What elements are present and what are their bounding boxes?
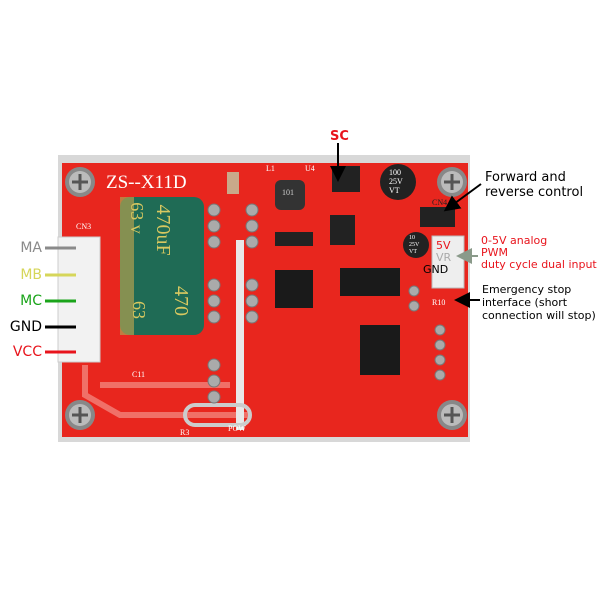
sc-label: SC (330, 129, 349, 144)
label-line: PWM (481, 246, 509, 259)
pin-label-ma: MA (20, 240, 42, 256)
board-model: ZS--X11D (106, 172, 187, 193)
label-line: Forward and (485, 170, 566, 185)
pin-label-gnd: GND (9, 319, 42, 335)
pow-label: POW (228, 424, 246, 433)
pin-label-vcc: VCC (12, 344, 42, 360)
capacitor-10uf (403, 232, 429, 258)
label-line: duty cycle dual input (481, 258, 597, 271)
cap-10-line: 10 (409, 235, 415, 241)
controller-chip (275, 270, 313, 308)
cap-value-2: 470 (170, 286, 192, 316)
cn3-label: CN3 (76, 222, 92, 231)
cap-voltage: 63 v (127, 202, 147, 234)
label-line: connection will stop) (482, 309, 596, 322)
cap-100-line: 25V (389, 177, 403, 186)
cn4-jumper (420, 207, 455, 227)
cap-100-line: 100 (389, 168, 401, 177)
c11-label: C11 (132, 370, 146, 379)
forward-reverse-label: Forward and reverse control (485, 170, 583, 200)
driver-chip (340, 268, 400, 296)
emergency-stop-label: Emergency stop interface (short connecti… (482, 283, 596, 322)
pin-gnd-label: GND (423, 263, 449, 276)
pin-vr-label: VR (436, 251, 452, 264)
u4-chip (332, 166, 360, 192)
cap-voltage-2: 63 (129, 301, 149, 319)
screw-icon (437, 400, 467, 430)
pin-5v-label: 5V (436, 239, 451, 252)
wire-loop (183, 403, 252, 427)
main-capacitor (120, 197, 204, 335)
r3-label: R3 (180, 428, 190, 437)
screw-icon (437, 167, 467, 197)
label-line: reverse control (485, 185, 584, 200)
cap-10-line: 25V (409, 242, 420, 248)
forward-reverse-arrow (443, 183, 482, 212)
screw-icon (65, 167, 95, 197)
screw-icon (65, 400, 95, 430)
cn4-label: CN4 (432, 198, 448, 207)
pin-label-mb: MB (20, 267, 42, 283)
cap-10-line: VT (409, 249, 417, 255)
inductor-label: 101 (282, 188, 294, 197)
cap-value: 470uF (152, 204, 174, 256)
r10-label: R10 (432, 298, 446, 307)
label-line: 0-5V analog (481, 234, 548, 247)
speed-input-label: 0-5V analog PWM duty cycle dual input (481, 235, 597, 271)
u4-label: U4 (305, 164, 315, 173)
cap-100-line: VT (389, 186, 400, 195)
l1-label: L1 (266, 164, 275, 173)
pin-label-mc: MC (20, 293, 42, 309)
label-line: Emergency stop (482, 283, 572, 296)
inductor (275, 180, 305, 210)
label-line: interface (short (482, 296, 568, 309)
capacitor-100uf (380, 164, 416, 200)
